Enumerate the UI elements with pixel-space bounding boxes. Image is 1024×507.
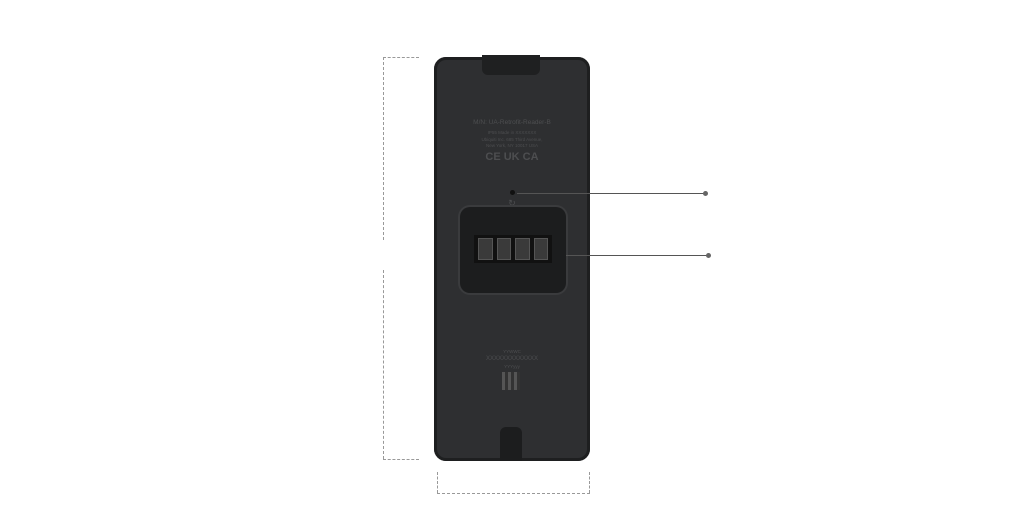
width-dimension-line <box>437 493 590 494</box>
rating-line: IP55 Made in XXXXXXX <box>487 130 537 135</box>
cable-notch <box>500 427 522 461</box>
address-line-2: New York, NY 10017 USA <box>486 143 538 148</box>
height-dimension-bottom-tick <box>383 459 419 460</box>
width-dimension-right-tick <box>589 472 590 493</box>
reset-icon: ↻ <box>508 198 516 208</box>
model-label: M/N: UA-Retrofit-Reader-B <box>473 119 551 126</box>
certification-marks: CE UK CA <box>485 151 539 163</box>
terminal-block <box>474 235 552 263</box>
reset-callout-line <box>517 193 705 194</box>
height-dimension-line-lower <box>383 270 384 459</box>
qr-code <box>502 372 520 390</box>
reset-callout-dot <box>703 191 708 196</box>
connector-callout-dot <box>706 253 711 258</box>
reset-button-hole[interactable] <box>510 190 515 195</box>
connector-housing <box>460 207 566 293</box>
serial-number: XXXXXXXXXXXXX <box>485 356 539 362</box>
address-line-1: Ubiquiti Inc. 685 Third Avenue, <box>481 137 543 142</box>
height-dimension-line-upper <box>383 57 384 240</box>
width-dimension-left-tick <box>437 472 438 493</box>
lot-code: YYYyyy <box>504 364 520 369</box>
date-code: YYWWC <box>503 349 521 354</box>
mounting-tab <box>482 55 540 75</box>
connector-callout-line <box>566 255 707 256</box>
height-dimension-top-tick <box>383 57 419 58</box>
reader-device-back: M/N: UA-Retrofit-Reader-B IP55 Made in X… <box>434 55 590 461</box>
